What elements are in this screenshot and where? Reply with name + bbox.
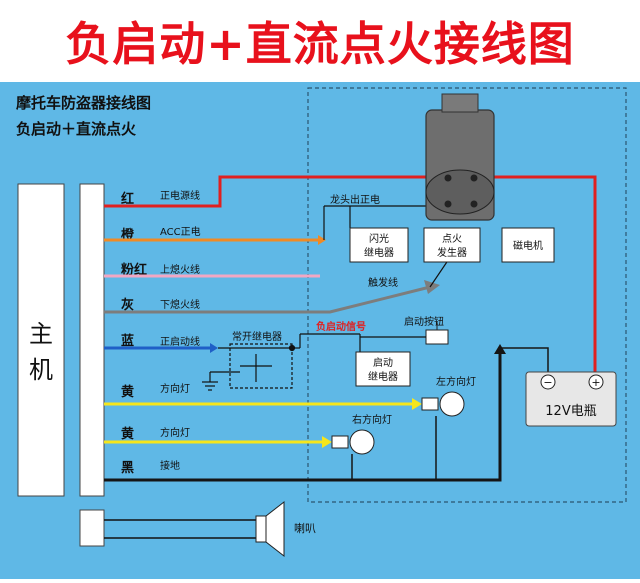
lock-positive-label: 龙头出正电 [330, 193, 380, 206]
flash-relay-box: 闪光 继电器 [349, 227, 409, 263]
start-button [360, 322, 449, 345]
battery-label: 12V电瓶 [545, 404, 596, 419]
svg-text:磁电机: 磁电机 [513, 239, 543, 252]
speaker-label: 喇叭 [294, 521, 316, 535]
blue-wire [104, 343, 218, 353]
battery: − + 12V电瓶 [525, 371, 617, 427]
wire-label: 下熄火线 [160, 298, 200, 311]
negative-signal-label: 负启动信号 [316, 320, 366, 333]
wire-label: 方向灯 [160, 426, 190, 439]
wire-label: 上熄火线 [160, 263, 200, 276]
yellow-wire-right [104, 436, 332, 448]
left-lamp [421, 391, 465, 417]
wire-color-name: 黄 [121, 384, 134, 400]
svg-text:发生器: 发生器 [437, 246, 467, 259]
battery-positive: + [591, 376, 600, 389]
wire-label: 接地 [160, 459, 180, 472]
speaker-wires [104, 519, 256, 539]
magneto-box: 磁电机 [501, 227, 555, 263]
yellow-wire-left [104, 398, 422, 410]
heading-line1: 摩托车防盗器接线图 [16, 94, 151, 112]
right-lamp-label: 右方向灯 [352, 413, 392, 426]
banner-title: 负启动+直流点火接线图 [65, 17, 575, 71]
magneto-motor [425, 93, 495, 221]
right-lamp [331, 429, 375, 455]
wire-label: 正启动线 [160, 335, 200, 348]
wire-color-name: 黄 [121, 426, 134, 442]
wire-label: 正电源线 [160, 189, 200, 202]
main-unit-box [17, 183, 65, 497]
main-unit-label-2: 机 [29, 356, 53, 384]
wire-label: 方向灯 [160, 382, 190, 395]
speaker-icon [255, 500, 285, 558]
black-wire [104, 344, 549, 482]
wire-color-name: 蓝 [121, 333, 134, 349]
start-button-label: 启动按钮 [404, 315, 444, 328]
wire-label: ACC正电 [160, 225, 201, 238]
svg-text:继电器: 继电器 [364, 246, 394, 259]
diagram-canvas: 摩托车防盗器接线图 负启动＋直流点火 主 机 红 橙 粉红 灰 蓝 黄 黄 黑 … [16, 87, 627, 558]
speaker-connector [79, 509, 105, 547]
banner: 负启动+直流点火接线图 [0, 0, 640, 82]
connector-strip [79, 183, 105, 497]
svg-text:点火: 点火 [442, 233, 462, 245]
wire-color-name: 粉红 [121, 262, 147, 278]
left-lamp-label: 左方向灯 [436, 375, 476, 388]
orange-wire [104, 182, 471, 245]
battery-negative: − [543, 376, 552, 389]
wire-color-name: 灰 [121, 297, 134, 313]
trigger-line-label: 触发线 [368, 276, 398, 289]
vehicle-area [307, 87, 627, 503]
no-relay [202, 333, 360, 391]
start-relay-box: 启动 继电器 [355, 334, 411, 387]
wire-color-name: 黑 [121, 461, 134, 476]
svg-text:继电器: 继电器 [368, 370, 398, 383]
main-unit-label-1: 主 [29, 320, 53, 348]
red-wire [104, 175, 597, 380]
diagram-panel: 摩托车防盗器接线图 负启动＋直流点火 主 机 红 橙 粉红 灰 蓝 黄 黄 黑 … [0, 82, 640, 579]
wire-color-name: 红 [121, 191, 134, 207]
no-relay-label: 常开继电器 [232, 330, 282, 343]
svg-text:启动: 启动 [373, 356, 393, 369]
ignition-box: 点火 发生器 [423, 227, 481, 263]
heading-line2: 负启动＋直流点火 [16, 120, 137, 138]
svg-text:闪光: 闪光 [369, 232, 389, 245]
